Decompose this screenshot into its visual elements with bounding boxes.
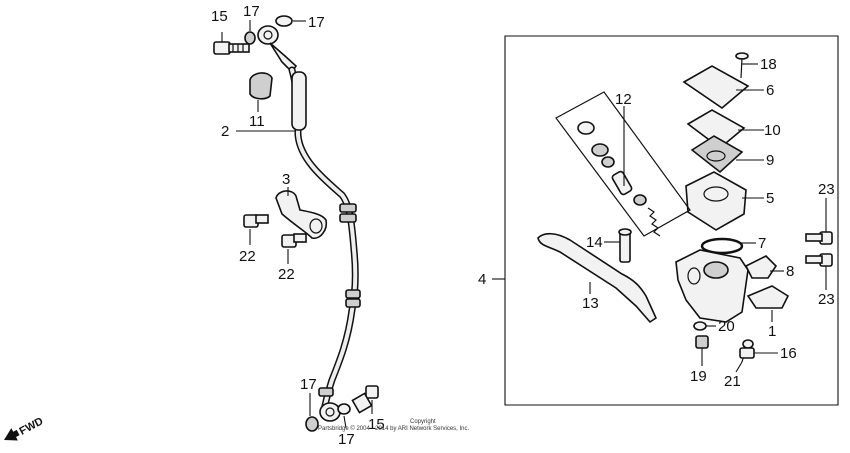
brake-hose-group (213, 15, 379, 432)
hose-collar-2 (339, 213, 357, 223)
callout-23-lower: 23 (818, 291, 835, 308)
sealing-washer-bottom-1 (305, 416, 319, 432)
callout-11: 11 (249, 113, 265, 130)
callout-4: 4 (478, 271, 486, 288)
brake-light-switch (744, 255, 778, 279)
cap-screw (735, 52, 749, 79)
callout-1: 1 (768, 323, 776, 340)
hose-protector (291, 71, 307, 131)
fwd-indicator: FWD (4, 415, 46, 441)
callout-21: 21 (724, 373, 741, 390)
diaphragm (690, 135, 744, 174)
callout-10: 10 (764, 122, 781, 139)
callout-17-bottom: 17 (338, 431, 355, 448)
brake-lever (537, 232, 658, 324)
clamp-bolt-1 (243, 214, 269, 228)
holder-bolt (739, 347, 755, 359)
holder-bolt-lower (805, 253, 833, 267)
callout-13: 13 (582, 295, 599, 312)
assembly-frame (504, 35, 839, 406)
hose-collar-1 (339, 203, 357, 213)
callout-6: 6 (766, 82, 774, 99)
hose-collar-5 (318, 387, 334, 397)
banjo-bolt-top (213, 41, 250, 55)
sealing-washer-bottom-2 (337, 403, 351, 415)
pivot-nut (695, 335, 709, 349)
hose-collar-4 (345, 298, 361, 308)
reservoir-cap (682, 65, 750, 110)
callout-20: 20 (718, 318, 735, 335)
hose-collar-3 (345, 289, 361, 299)
fwd-arrow-icon (4, 428, 20, 441)
callout-7: 7 (758, 235, 766, 252)
callout-19: 19 (690, 368, 707, 385)
copyright-notice: Copyright Partsbridge © 2004 - 2014 by A… (318, 419, 469, 432)
hose-clamp (275, 190, 328, 240)
callout-18: 18 (760, 56, 777, 73)
callout-labels: 15 17 17 11 2 3 22 22 17 17 15 18 6 12 1… (211, 3, 835, 448)
callout-23-upper: 23 (818, 181, 835, 198)
master-cylinder-holder (746, 285, 790, 309)
callout-16: 16 (780, 345, 797, 362)
callout-17-right: 17 (308, 14, 325, 31)
leader-lines (221, 20, 827, 429)
sealing-washer-top (244, 31, 256, 45)
callout-22-left: 22 (239, 248, 256, 265)
master-cylinder-body (675, 249, 749, 323)
callout-12: 12 (615, 91, 632, 108)
pivot-washer (693, 321, 707, 331)
fwd-label: FWD (18, 415, 46, 437)
copyright-line-2: Partsbridge © 2004 - 2014 by ARI Network… (318, 425, 469, 432)
callout-5: 5 (766, 190, 774, 207)
hose-grommet (249, 72, 273, 100)
callout-14: 14 (586, 234, 603, 251)
callout-17-bottom-left: 17 (300, 376, 317, 393)
sealing-washer-right (275, 15, 293, 27)
callout-9: 9 (766, 152, 774, 169)
callout-15-top: 15 (211, 8, 228, 25)
callout-15-bottom: 15 (368, 416, 385, 433)
piston-kit (555, 91, 691, 237)
callout-3: 3 (282, 171, 290, 188)
holder-bolt-upper (805, 231, 833, 245)
banjo-fitting-bottom (319, 402, 341, 422)
callout-2: 2 (221, 123, 229, 140)
master-cylinder-group (537, 52, 790, 363)
copyright-line-1: Copyright (410, 419, 436, 425)
callout-17-top: 17 (243, 3, 260, 20)
banjo-fitting-top (257, 25, 298, 74)
clamp-bolt-2 (281, 233, 307, 248)
banjo-bolt-bottom (351, 385, 379, 414)
o-ring (700, 237, 744, 255)
lever-pivot-bolt (618, 228, 632, 263)
reservoir-body (685, 171, 747, 231)
callout-8: 8 (786, 263, 794, 280)
callout-22-right: 22 (278, 266, 295, 283)
